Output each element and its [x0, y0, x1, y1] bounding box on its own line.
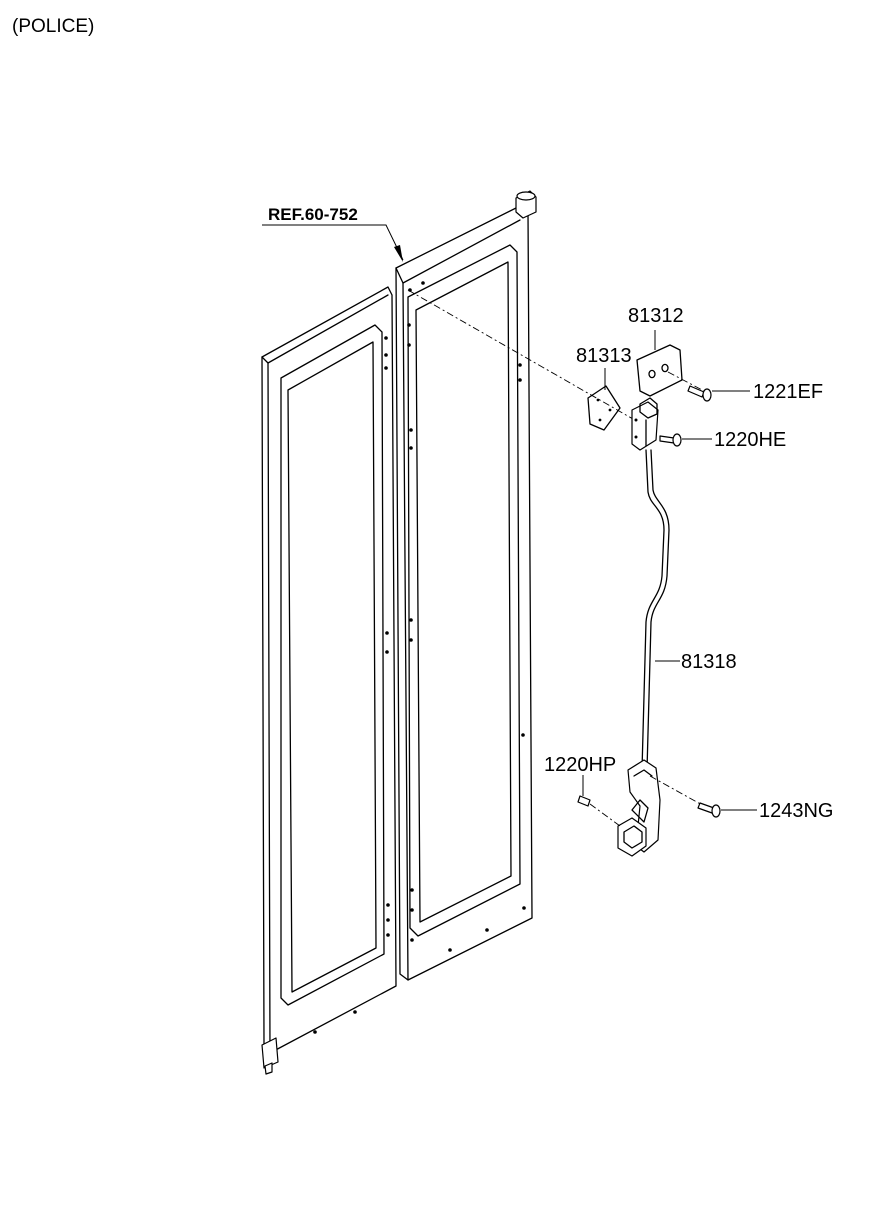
label-81318: 81318	[681, 651, 737, 673]
ref-callout: REF.60-752	[262, 205, 404, 262]
label-1220HP: 1220HP	[544, 754, 616, 776]
label-81312: 81312	[628, 305, 684, 327]
right-door-panel	[395, 190, 537, 981]
ref-label: REF.60-752	[268, 205, 358, 224]
part-81312-cover: 81312	[628, 305, 684, 397]
part-81318-cable: 81318	[641, 449, 737, 771]
part-1221EF-screw: 1221EF	[667, 371, 823, 403]
part-81313-gasket: 81313	[576, 345, 632, 431]
label-81313: 81313	[576, 345, 632, 367]
alignment-line-lower	[649, 775, 705, 807]
label-1243NG: 1243NG	[759, 800, 834, 822]
part-1220HE-screw: 1220HE	[659, 429, 786, 451]
part-1243NG-screw: 1243NG	[697, 800, 834, 822]
latch-bracket	[631, 397, 659, 451]
left-door-panel	[261, 286, 397, 1075]
label-1221EF: 1221EF	[753, 381, 823, 403]
part-1220HP-screw: 1220HP	[544, 754, 621, 827]
label-1220HE: 1220HE	[714, 429, 786, 451]
lower-latch-assembly	[617, 759, 661, 857]
caption-police: (POLICE)	[12, 16, 94, 37]
